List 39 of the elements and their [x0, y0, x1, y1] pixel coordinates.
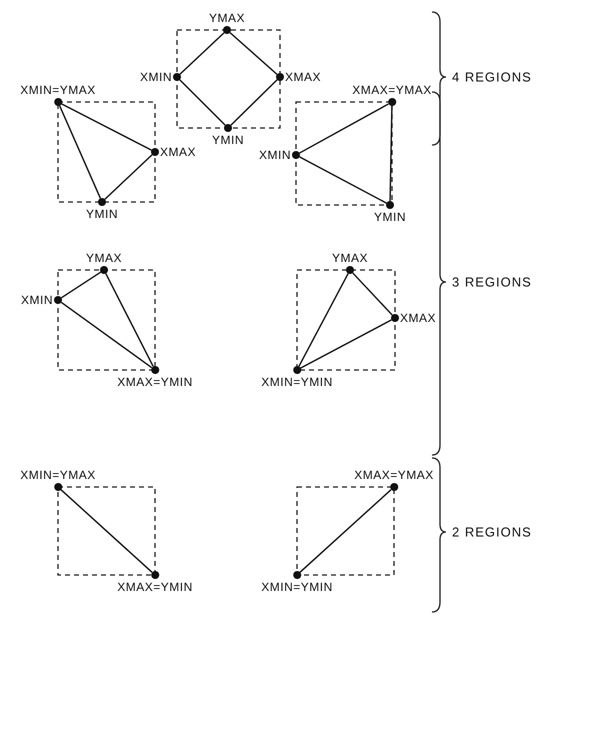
connecting-line [61, 103, 152, 151]
vertex-label: YMIN [86, 207, 118, 221]
connecting-line [179, 32, 225, 75]
vertex-label: XMIN=YMAX [20, 468, 96, 482]
connecting-line [105, 273, 154, 367]
connecting-line [60, 302, 152, 368]
connecting-line [389, 106, 393, 202]
connecting-line [230, 79, 278, 126]
vertex-label: XMAX=YMIN [117, 580, 193, 594]
connecting-line [104, 154, 153, 200]
vertex-label: YMIN [374, 210, 406, 224]
vertex-label: XMIN [259, 148, 291, 162]
connecting-line [352, 272, 393, 316]
vertex-label: YMAX [86, 251, 122, 265]
connecting-line [299, 103, 389, 154]
vertex-label: XMAX [285, 70, 322, 84]
connecting-line [60, 272, 102, 298]
vertex-label: XMIN=YMIN [261, 375, 333, 389]
vertex-label: XMIN=YMAX [20, 83, 96, 97]
connecting-line [299, 156, 387, 204]
vertex-label: XMIN [140, 70, 172, 84]
region-count-label: 4 REGIONS [452, 70, 532, 84]
vertex-label: XMAX [400, 311, 436, 325]
connecting-line [179, 79, 226, 126]
connecting-line [230, 32, 278, 75]
connecting-line [300, 319, 392, 369]
vertex-label: YMAX [332, 251, 368, 265]
vertex-label: YMIN [212, 133, 244, 147]
vertex-label: XMAX=YMIN [117, 375, 193, 389]
region-count-label: 2 REGIONS [452, 524, 532, 540]
vertex-label: YMAX [209, 11, 245, 25]
vertex-label: XMAX [160, 145, 196, 159]
vertex-label: XMAX=YMAX [352, 83, 432, 97]
connecting-line [58, 105, 102, 199]
connecting-line [298, 273, 349, 367]
vertex-label: XMIN=YMIN [261, 580, 333, 594]
vertex-label: XMIN [21, 293, 53, 307]
region-count-label: 3 REGIONS [452, 274, 532, 290]
vertex-label: XMAX=YMAX [354, 468, 434, 482]
